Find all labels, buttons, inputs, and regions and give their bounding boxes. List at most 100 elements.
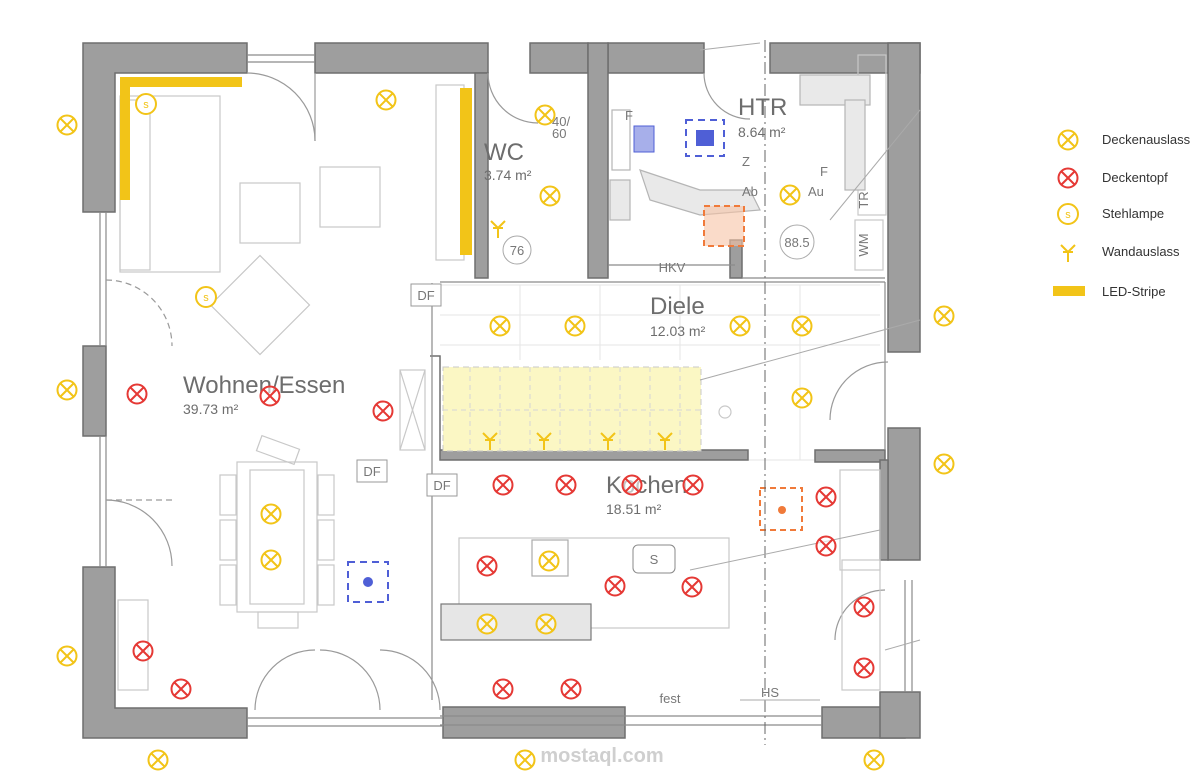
legend-label-led: LED-Stripe <box>1102 284 1166 299</box>
ceiling-outlet-icon <box>260 549 282 571</box>
legend-deckentopf-icon <box>1057 167 1079 189</box>
au-label: Au <box>808 184 824 199</box>
room-name-diele: Diele <box>650 293 705 320</box>
ceiling-outlet-icon <box>791 315 813 337</box>
ceiling-outlet-icon <box>56 645 78 667</box>
ceiling-outlet-icon <box>791 387 813 409</box>
ceiling-spot-icon <box>555 474 577 496</box>
ceiling-spot-icon <box>372 400 394 422</box>
room-name-htr: HTR <box>738 94 787 121</box>
s-box-label: S <box>650 552 659 567</box>
svg-text:s: s <box>143 99 149 111</box>
df-label-3: DF <box>433 478 450 493</box>
ab-label: Ab <box>742 184 758 199</box>
ceiling-outlet-icon <box>863 749 885 771</box>
hs-label: HS <box>761 685 779 700</box>
legend-deckenauslass-icon <box>1057 129 1079 151</box>
wall-outlet-icon <box>536 432 552 450</box>
ceiling-spot-icon <box>682 474 704 496</box>
tr-label: TR <box>856 191 871 208</box>
svg-text:s: s <box>1065 209 1071 221</box>
wc-dim-1: 40/ <box>552 114 570 129</box>
legend-wandauslass-icon <box>1060 244 1076 262</box>
dim-76: 76 <box>510 243 524 258</box>
ceiling-spot-icon <box>560 678 582 700</box>
ceiling-outlet-icon <box>476 613 498 635</box>
ceiling-spot-icon <box>476 555 498 577</box>
ceiling-spot-icon <box>132 640 154 662</box>
room-area-diele: 12.03 m² <box>650 323 706 339</box>
legend-symbols: s <box>1053 129 1085 296</box>
ceiling-outlet-icon <box>375 89 397 111</box>
ceiling-spot-icon <box>853 657 875 679</box>
ceiling-outlet-icon <box>56 114 78 136</box>
room-area-kochen: 18.51 m² <box>606 501 662 517</box>
ceiling-spot-icon <box>126 383 148 405</box>
dim-88: 88.5 <box>784 235 809 250</box>
ceiling-outlet-icon <box>535 613 557 635</box>
watermark: mostaql.com <box>540 745 663 767</box>
ceiling-outlet-icon <box>933 453 955 475</box>
room-area-wohnen: 39.73 m² <box>183 401 239 417</box>
ceiling-outlet-icon <box>538 550 560 572</box>
blue-fixtures <box>347 119 725 603</box>
wall-outlet-icon <box>600 432 616 450</box>
wall-outlet-icon <box>657 432 673 450</box>
ceiling-outlet-icon <box>933 305 955 327</box>
kitchen-island <box>440 603 592 641</box>
htr-equipment <box>609 74 871 221</box>
ceiling-outlet-icon <box>147 749 169 771</box>
ceiling-spot-icon <box>681 576 703 598</box>
df-label-2: DF <box>363 464 380 479</box>
hkv-label: HKV <box>659 260 686 275</box>
ceiling-spot-icon <box>621 474 643 496</box>
df-label-1: DF <box>417 288 434 303</box>
legend-label-deckentopf: Deckentopf <box>1102 170 1168 185</box>
walls <box>82 42 921 739</box>
f-label-1: F <box>625 108 633 123</box>
ceiling-spot-icon <box>604 575 626 597</box>
legend-led-icon <box>1053 286 1085 296</box>
f-label-2: F <box>820 164 828 179</box>
ceiling-spot-icon <box>492 678 514 700</box>
room-name-kochen: Kochen <box>606 472 687 499</box>
room-labels: Wohnen/Essen 39.73 m² WC 3.74 m² HTR 8.6… <box>183 94 787 517</box>
room-area-htr: 8.64 m² <box>738 124 786 140</box>
doors <box>105 72 889 711</box>
ceiling-outlet-icon <box>260 503 282 525</box>
ceiling-outlet-icon <box>489 315 511 337</box>
fest-label: fest <box>660 691 681 706</box>
ceiling-outlet-icon <box>514 749 536 771</box>
led-stripes <box>120 77 472 255</box>
ceiling-spot-icon <box>170 678 192 700</box>
light-symbols: ss <box>56 89 955 771</box>
legend: s Deckenauslass Deckentopf Stehlampe Wan… <box>1053 129 1191 299</box>
ceiling-spot-icon <box>815 486 837 508</box>
legend-label-deckenauslass: Deckenauslass <box>1102 132 1191 147</box>
ceiling-spot-icon <box>492 474 514 496</box>
ceiling-spot-icon <box>259 385 281 407</box>
floor-lamp-icon: s <box>195 286 217 308</box>
orange-fixtures <box>703 205 803 531</box>
leader-lines <box>689 42 921 701</box>
ceiling-outlet-icon <box>729 315 751 337</box>
ceiling-spot-icon <box>853 596 875 618</box>
floor-lamp-icon: s <box>135 93 157 115</box>
z-label: Z <box>742 154 750 169</box>
ceiling-outlet-icon <box>56 379 78 401</box>
legend-label-wandauslass: Wandauslass <box>1102 244 1180 259</box>
plan-labels: DF DF DF HKV HS fest WM TR 76 88.5 S F F… <box>356 108 871 706</box>
room-area-wc: 3.74 m² <box>484 167 532 183</box>
ceiling-spot-icon <box>815 535 837 557</box>
ceiling-outlet-icon <box>779 184 801 206</box>
wm-label: WM <box>856 233 871 256</box>
room-name-wc: WC <box>484 139 524 166</box>
wc-dim-2: 60 <box>552 126 566 141</box>
svg-text:s: s <box>203 292 209 304</box>
legend-label-stehlampe: Stehlampe <box>1102 206 1164 221</box>
wall-outlet-icon <box>482 432 498 450</box>
ceiling-outlet-icon <box>564 315 586 337</box>
ceiling-outlet-icon <box>534 104 556 126</box>
wall-outlet-icon <box>490 220 506 238</box>
